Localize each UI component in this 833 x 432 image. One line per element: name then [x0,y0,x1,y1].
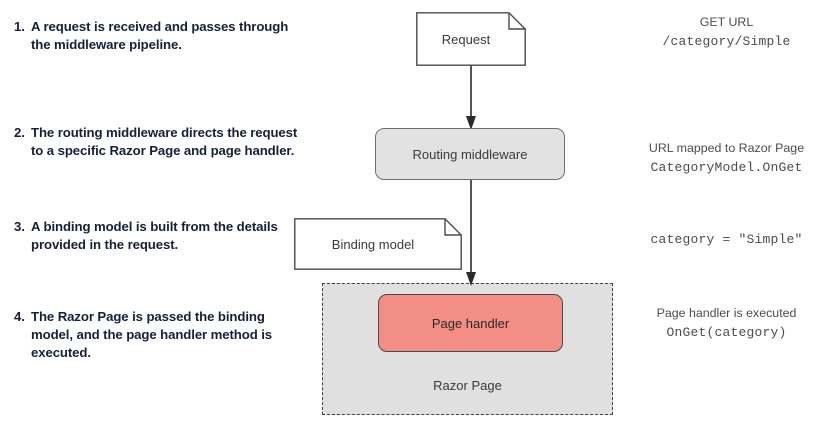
step-4-text: The Razor Page is passed the binding mod… [31,309,273,360]
step-3: 3. A binding model is built from the det… [14,218,306,254]
annotation-1: GET URL /category/Simple [620,14,833,51]
annotation-4: Page handler is executed OnGet(category) [620,305,833,342]
request-label: Request [441,31,491,47]
binding-model-document-icon [294,218,462,270]
connector-request-to-routing [466,64,476,130]
step-2: 2. The routing middleware directs the re… [14,124,306,160]
binding-model-node: Binding model [294,218,462,270]
connector-routing-to-razor-page [466,178,476,286]
routing-middleware-node: Routing middleware [375,128,565,180]
step-4-number: 4. [14,309,25,324]
annotation-2-mono: CategoryModel.OnGet [650,159,803,175]
step-2-number: 2. [14,125,25,140]
request-document-icon [416,12,526,66]
annotation-3: category = "Simple" [620,230,833,250]
annotation-4-mono: OnGet(category) [666,324,787,340]
annotation-2: URL mapped to Razor Page CategoryModel.O… [620,140,833,177]
annotation-3-mono: category = "Simple" [650,232,803,247]
step-3-number: 3. [14,219,25,234]
step-1: 1. A request is received and passes thro… [14,18,306,54]
annotation-4-plain: Page handler is executed [656,306,797,320]
page-handler-node: Page handler [378,294,563,352]
step-1-number: 1. [14,19,25,34]
step-2-text: The routing middleware directs the reque… [31,125,298,158]
annotation-2-plain: URL mapped to Razor Page [648,141,805,155]
annotation-1-plain: GET URL [699,15,754,29]
razor-page-label: Razor Page [433,378,502,393]
step-3-text: A binding model is built from the detail… [31,219,278,252]
step-4: 4. The Razor Page is passed the binding … [14,308,306,362]
binding-model-label: Binding model [331,236,415,252]
request-node: Request [416,12,526,66]
annotation-1-mono: /category/Simple [662,33,791,49]
step-1-text: A request is received and passes through… [31,19,289,52]
